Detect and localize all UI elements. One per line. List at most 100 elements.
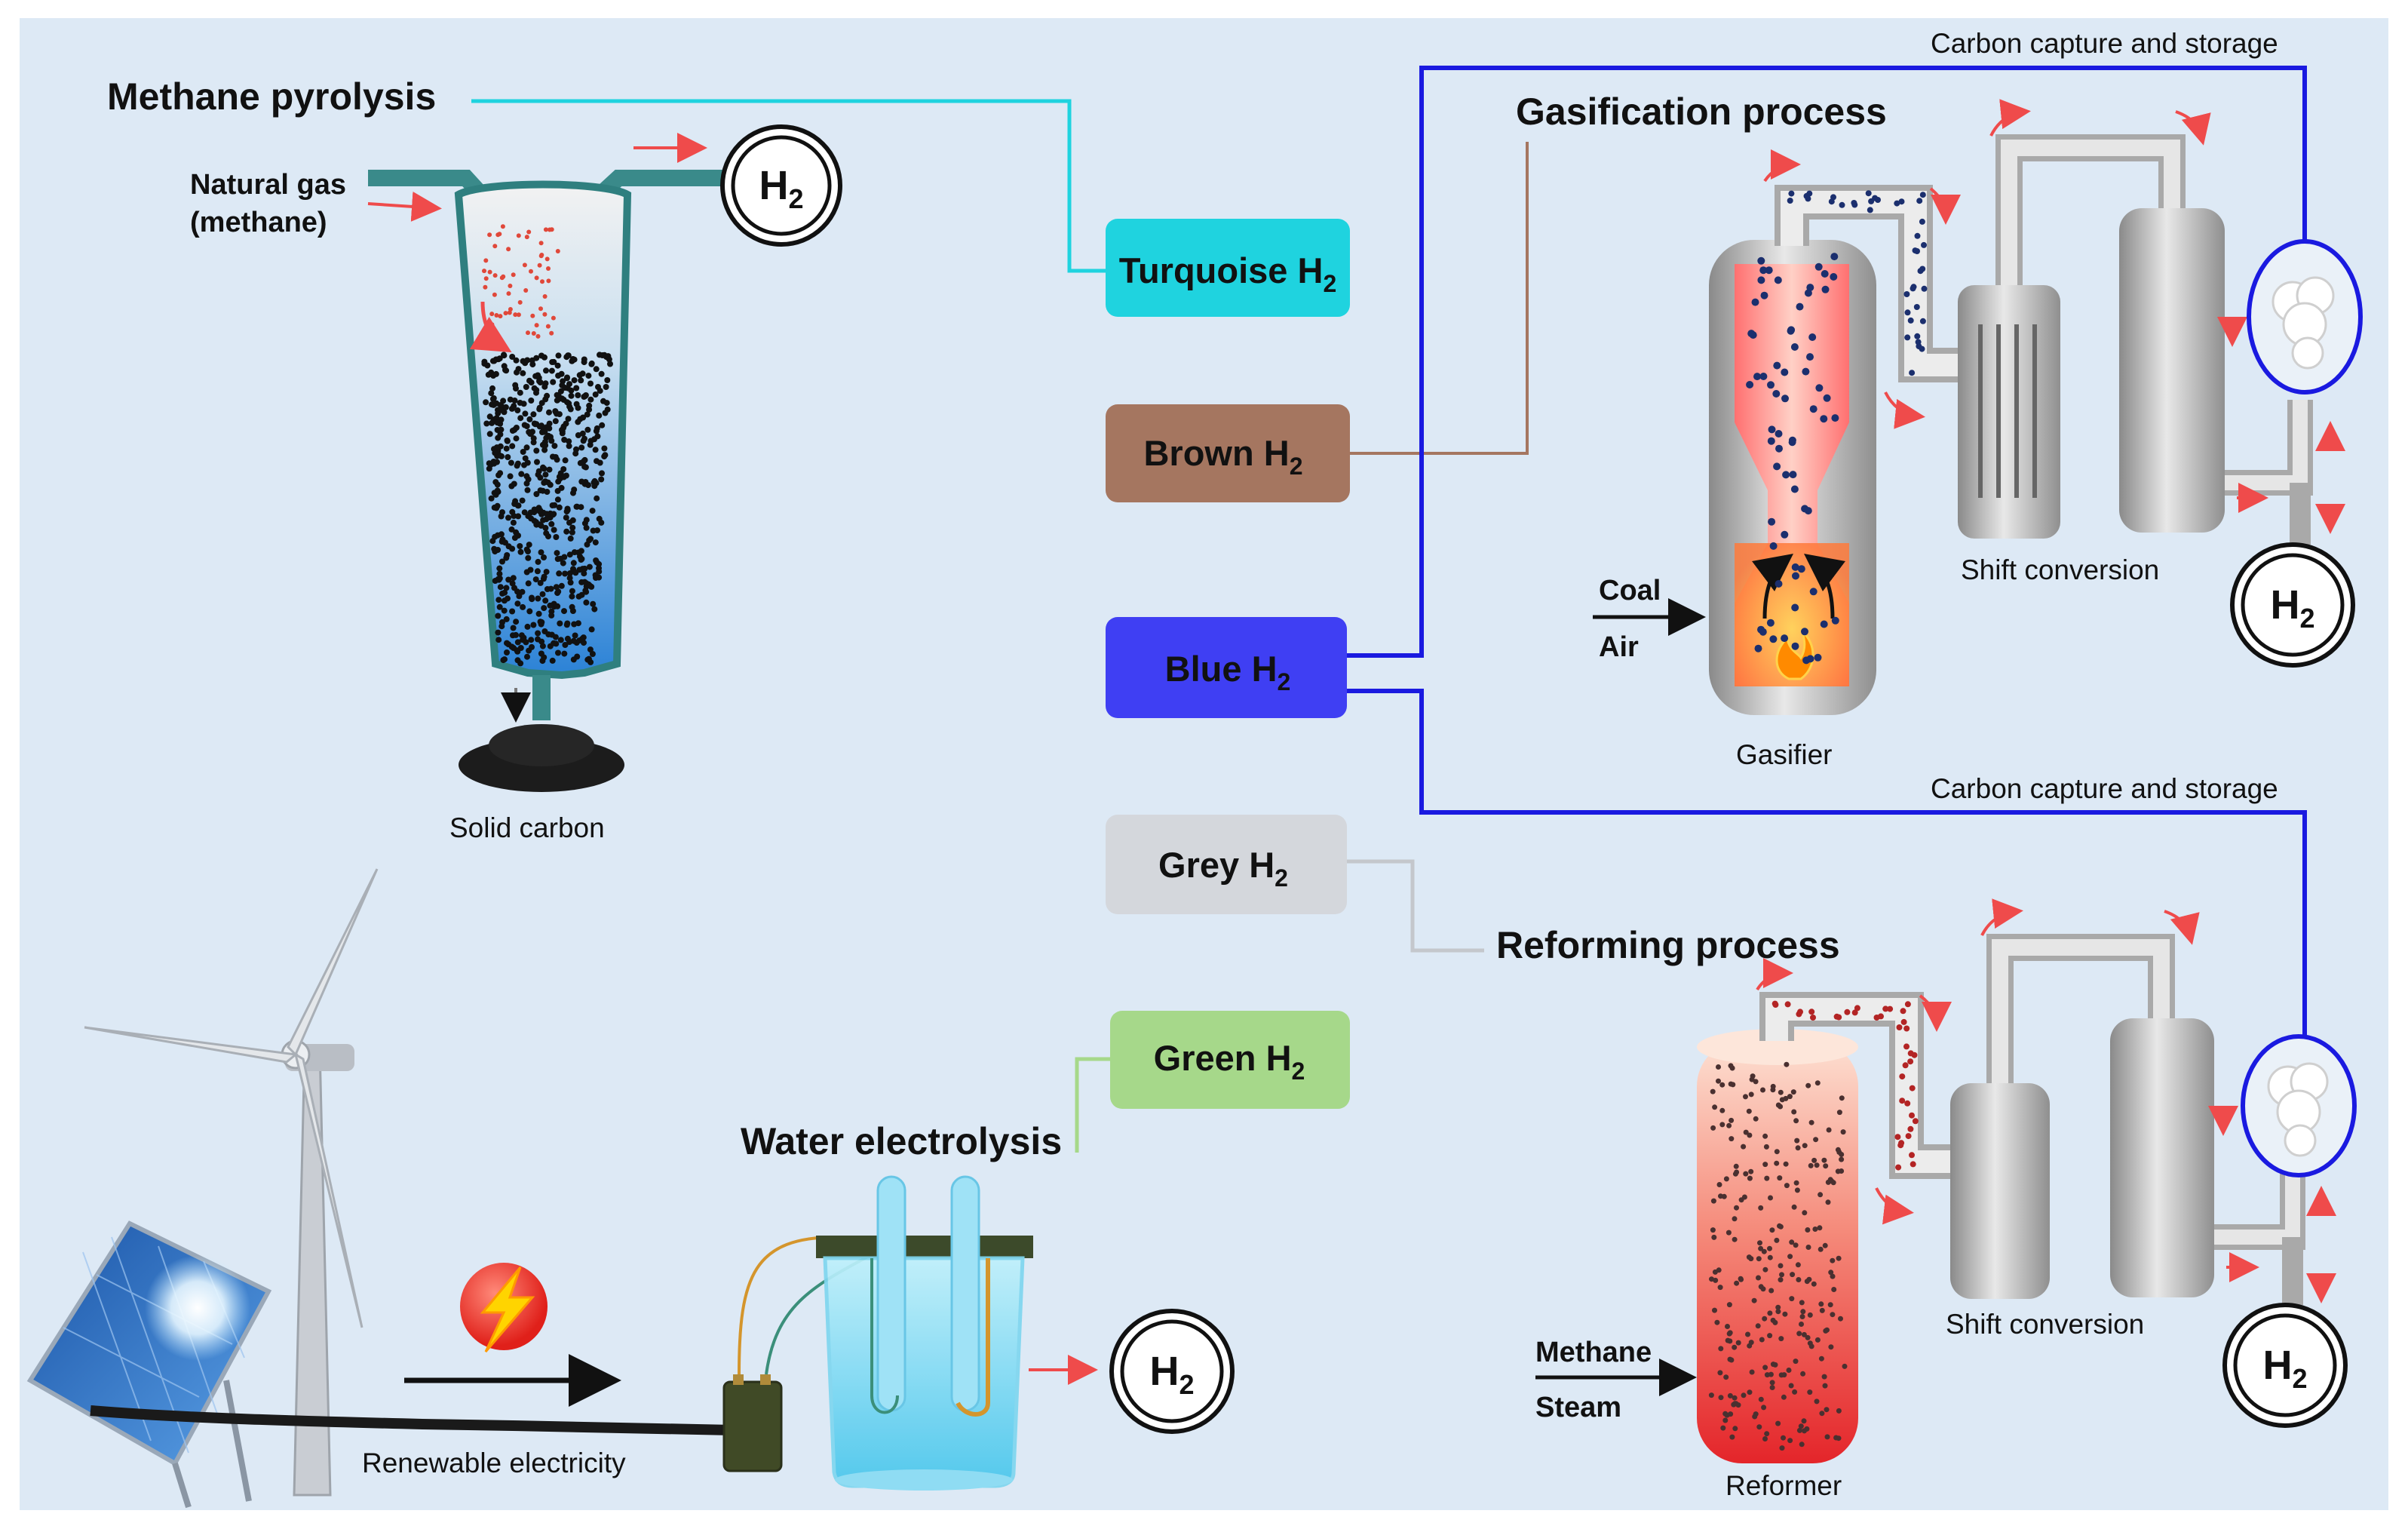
particle xyxy=(504,649,510,655)
particle xyxy=(545,324,551,329)
gasification-ccs-label: Carbon capture and storage xyxy=(1931,28,2278,59)
particle xyxy=(1775,1102,1781,1108)
particle xyxy=(1791,1109,1797,1115)
particle xyxy=(1808,1343,1814,1349)
particle xyxy=(541,654,548,661)
particle xyxy=(1822,1242,1828,1248)
particle xyxy=(1772,1002,1779,1008)
particle xyxy=(1755,1323,1761,1329)
particle xyxy=(541,439,548,445)
particle xyxy=(549,502,556,508)
particle xyxy=(1836,1255,1842,1261)
particle xyxy=(1824,1327,1830,1333)
particle xyxy=(1793,1242,1799,1248)
particle xyxy=(1844,1009,1851,1015)
particle xyxy=(525,548,531,554)
particle xyxy=(563,528,570,535)
air-flow-arrow-left xyxy=(1752,553,1793,619)
particle xyxy=(505,595,511,602)
particle xyxy=(1787,198,1793,204)
particle xyxy=(1795,1262,1801,1268)
particle xyxy=(552,418,559,425)
particle xyxy=(1805,1334,1811,1340)
particle xyxy=(539,591,546,597)
power-supply-unit xyxy=(722,1380,783,1472)
particle xyxy=(527,431,534,437)
particle xyxy=(579,636,585,642)
particle xyxy=(516,233,521,238)
particle xyxy=(525,580,532,587)
particle xyxy=(1799,1314,1805,1319)
particle xyxy=(581,579,588,585)
particle xyxy=(579,370,586,377)
particle xyxy=(535,630,541,637)
particle xyxy=(1851,200,1857,206)
svg-text:Grey H2: Grey H2 xyxy=(1158,845,1288,892)
particle xyxy=(1732,1426,1738,1432)
particle xyxy=(546,425,553,431)
particle xyxy=(1904,334,1911,341)
particle xyxy=(522,410,529,417)
particle xyxy=(1799,1300,1805,1306)
particle xyxy=(584,411,590,418)
brown-label: Brown H xyxy=(1143,433,1289,473)
particle xyxy=(1729,1434,1735,1440)
particle xyxy=(548,434,554,441)
particle xyxy=(1760,1286,1766,1292)
particle xyxy=(581,435,587,442)
particle xyxy=(500,398,507,404)
particle xyxy=(581,570,587,577)
particle xyxy=(566,551,573,558)
particle xyxy=(506,291,511,296)
particle xyxy=(1728,1411,1734,1417)
particle xyxy=(1762,1162,1768,1168)
particle xyxy=(542,597,549,604)
particle xyxy=(503,616,510,622)
particle xyxy=(513,357,520,364)
particle xyxy=(549,657,556,664)
particle xyxy=(521,509,528,516)
particle xyxy=(511,403,517,410)
particle xyxy=(555,352,562,359)
particle xyxy=(1710,1125,1716,1131)
particle xyxy=(517,415,524,422)
particle xyxy=(527,566,534,573)
particle xyxy=(501,352,508,359)
particle xyxy=(1778,1372,1784,1378)
particle xyxy=(1760,291,1768,299)
particle xyxy=(1787,1094,1793,1100)
particle xyxy=(1796,1331,1802,1337)
particle xyxy=(1773,361,1781,370)
particle xyxy=(523,473,530,480)
particle xyxy=(530,411,537,418)
particle xyxy=(538,638,545,645)
particle xyxy=(584,656,591,663)
pyrolysis-title: Methane pyrolysis xyxy=(107,75,436,118)
particle xyxy=(509,508,516,515)
particle xyxy=(566,519,572,526)
particle xyxy=(544,511,550,517)
particle xyxy=(1767,381,1775,389)
sun-glare xyxy=(145,1255,250,1361)
particle xyxy=(508,526,515,533)
particle xyxy=(585,373,592,379)
particle xyxy=(1919,345,1925,352)
particle xyxy=(1839,1156,1845,1162)
gasifier-particles xyxy=(1746,253,1839,665)
co2-smoke-reforming xyxy=(2267,1062,2329,1157)
particle xyxy=(1907,317,1914,324)
particle xyxy=(580,458,587,465)
electrode-tube-1 xyxy=(876,1175,906,1412)
particle xyxy=(1741,1144,1747,1150)
particle xyxy=(1782,471,1790,479)
particle xyxy=(490,459,497,465)
particle xyxy=(1756,1275,1761,1281)
particle xyxy=(587,396,594,403)
particle xyxy=(566,570,573,576)
particle xyxy=(520,603,526,610)
particle xyxy=(1753,1411,1759,1417)
flow-arrow-ref-2 xyxy=(1919,994,1952,1032)
particle xyxy=(1807,1312,1813,1318)
h2-subscript: 2 xyxy=(788,183,803,214)
particle xyxy=(566,443,572,450)
